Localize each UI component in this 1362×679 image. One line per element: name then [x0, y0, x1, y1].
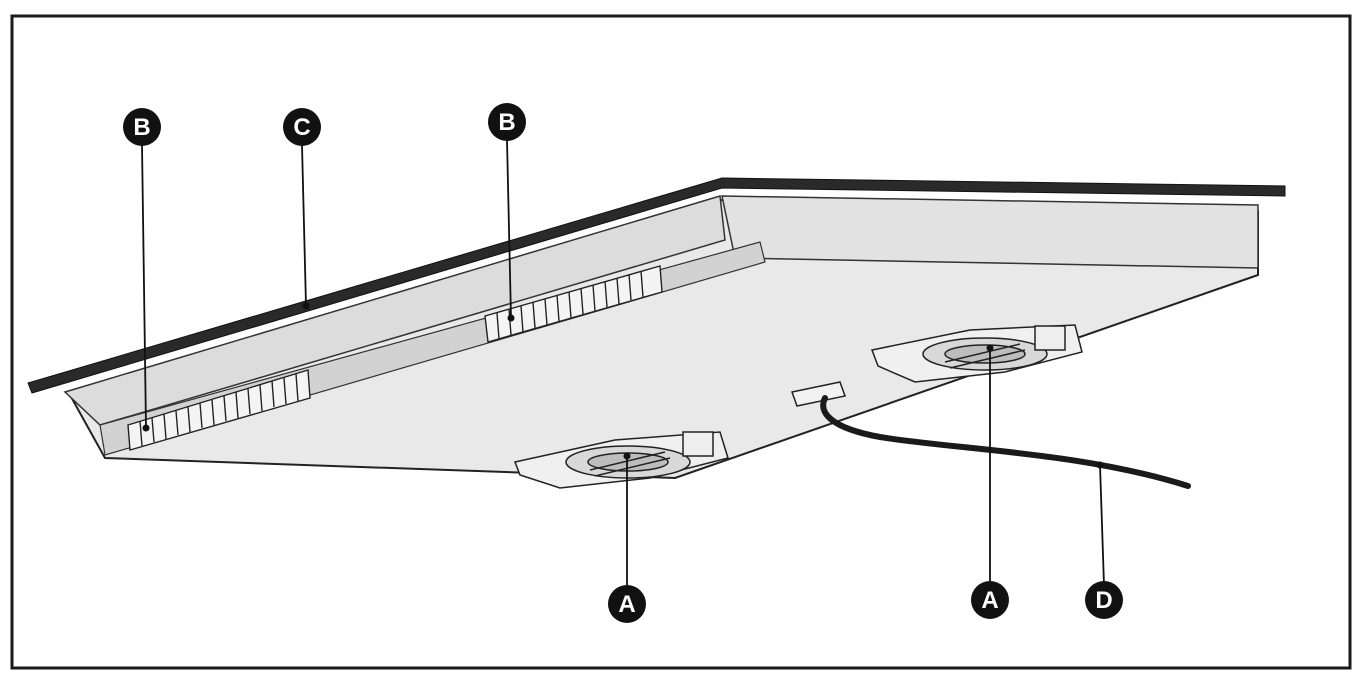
svg-text:C: C	[293, 114, 310, 141]
svg-text:B: B	[498, 109, 515, 136]
callout-b-left: B	[123, 108, 161, 146]
cooling-fan-right	[870, 324, 1083, 383]
callout-d: D	[1085, 581, 1123, 619]
hob-side-wall	[721, 195, 1259, 269]
callout-c: C	[283, 108, 321, 146]
callout-b-middle: B	[488, 103, 526, 141]
callout-a-left: A	[608, 585, 646, 623]
svg-text:A: A	[618, 591, 635, 618]
svg-text:A: A	[981, 587, 998, 614]
callout-a-right: A	[971, 581, 1009, 619]
hob-front-wall	[63, 195, 726, 426]
cable-entry-plate	[791, 381, 846, 407]
leader-lines	[141, 139, 1105, 586]
leader-dots	[142, 302, 1104, 469]
vent-grille-left	[127, 369, 311, 451]
vent-grille-middle	[484, 265, 663, 343]
svg-text:B: B	[133, 114, 150, 141]
glass-top-rim	[27, 177, 1286, 394]
svg-text:D: D	[1095, 587, 1112, 614]
power-cable	[820, 395, 1191, 489]
figure-frame	[10, 14, 1352, 670]
